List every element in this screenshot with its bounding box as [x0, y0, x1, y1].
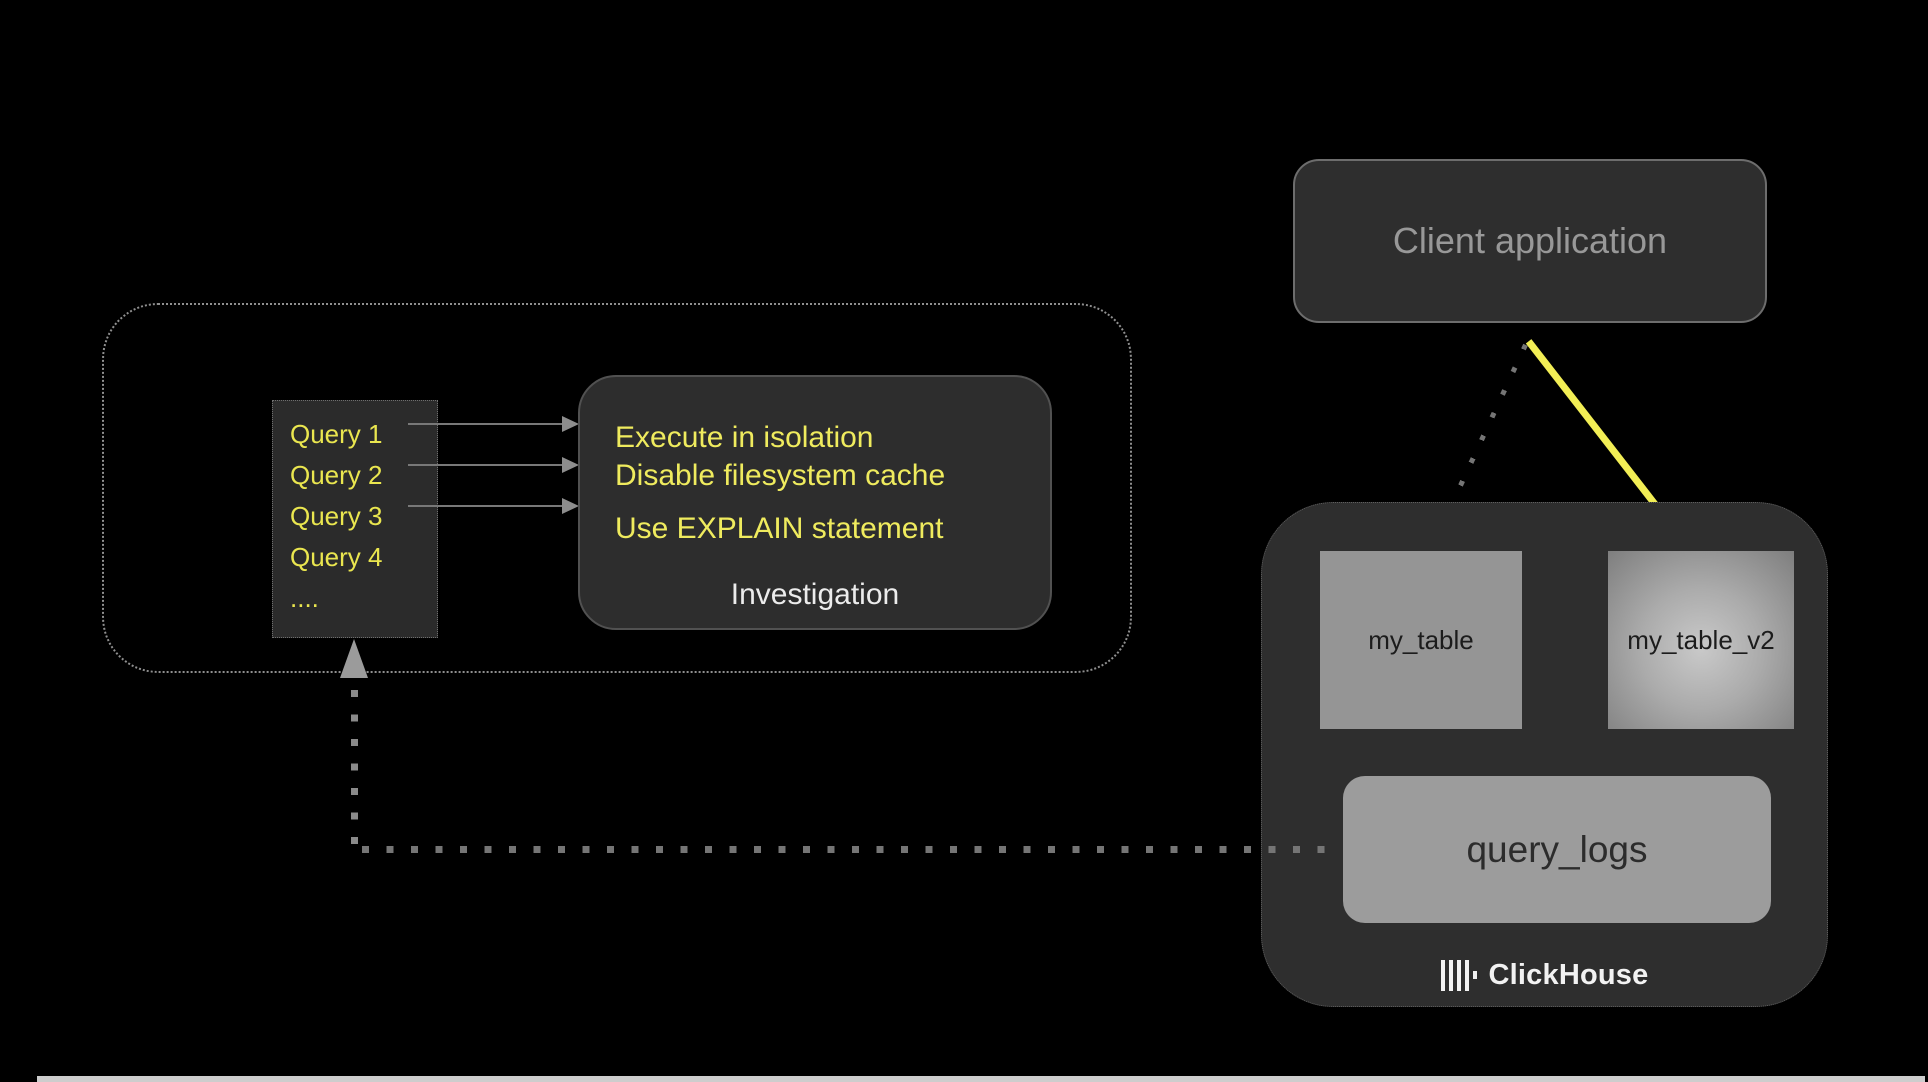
investigation-caption: Investigation [730, 578, 900, 611]
query-list-item: Query 2 [290, 460, 383, 490]
arrow-shaft [408, 423, 562, 425]
my-table-v2-box: my_table_v2 [1608, 551, 1794, 729]
query1-arrow [408, 416, 579, 432]
arrow-shaft [408, 464, 562, 466]
query-list-item: Query 1 [290, 419, 383, 449]
clickhouse-brand-label: ClickHouse [1488, 958, 1649, 991]
investigation-step: Execute in isolation [615, 421, 874, 454]
query-logs-feedback-line-horizontal [362, 846, 1342, 853]
clickhouse-container: my_table my_table_v2 query_logs ClickHou… [1261, 502, 1828, 1007]
my-table-v2-label: my_table_v2 [1627, 624, 1775, 655]
feedback-arrow-head-icon [340, 639, 368, 678]
query-logs-label: query_logs [1466, 828, 1648, 870]
my-table-label: my_table [1368, 624, 1474, 655]
arrow-shaft [408, 505, 562, 507]
query3-arrow [408, 498, 579, 514]
investigation-step: Disable filesystem cache [615, 459, 946, 492]
client-application-box: Client application [1293, 159, 1767, 323]
query-list-item: Query 3 [290, 501, 383, 531]
query-logs-box: query_logs [1343, 776, 1771, 923]
bottom-window-edge [37, 1076, 1925, 1082]
query-list-item: Query 4 [290, 542, 383, 572]
arrow-head-icon [562, 416, 579, 432]
query-list-item: .... [290, 583, 319, 613]
client-application-label: Client application [1392, 220, 1668, 261]
query-list-box: Query 1 Query 2 Query 3 Query 4 .... [272, 400, 438, 638]
clickhouse-logo-icon [1440, 959, 1477, 991]
arrow-head-icon [562, 457, 579, 473]
query2-arrow [408, 457, 579, 473]
arrow-head-icon [562, 498, 579, 514]
clickhouse-brand: ClickHouse [1262, 954, 1827, 996]
my-table-box: my_table [1320, 551, 1522, 729]
investigation-box: Execute in isolation Disable filesystem … [578, 375, 1052, 630]
query-logs-feedback-line-vertical [351, 690, 358, 850]
investigation-step: Use EXPLAIN statement [615, 512, 944, 545]
investigation-region-outline [102, 303, 1132, 673]
